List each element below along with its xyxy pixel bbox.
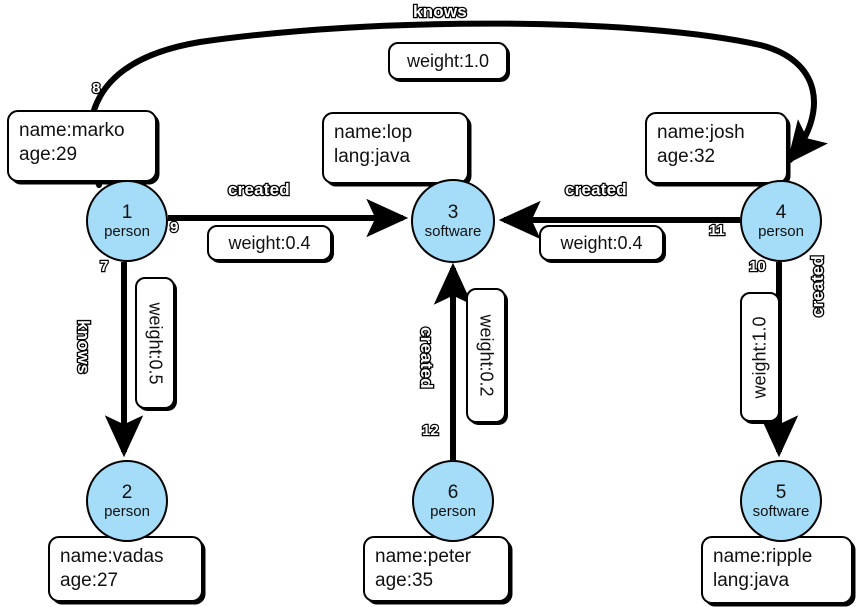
vertex-1-id: 1 bbox=[121, 201, 133, 223]
vertex-3-property-box: name:lop lang:java bbox=[322, 112, 469, 184]
vertex-4-property-name: name:josh bbox=[657, 122, 745, 143]
vertex-6-id: 6 bbox=[447, 481, 459, 503]
vertex-5-property-name: name:ripple bbox=[713, 546, 813, 567]
vertex-1-label: person bbox=[104, 222, 150, 240]
edge-12-label: created bbox=[416, 326, 438, 390]
vertex-6-property-box: name:peter age:35 bbox=[363, 536, 510, 602]
edge-12-weight-text: weight:0.2 bbox=[476, 314, 497, 397]
edge-9-label: created bbox=[227, 179, 291, 201]
edge-11-weight-text: weight:0.4 bbox=[560, 232, 643, 253]
edge-7-weight-text: weight:0.5 bbox=[145, 301, 166, 385]
vertex-1[interactable]: 1 person bbox=[86, 180, 168, 262]
edge-11-label: created bbox=[564, 179, 628, 201]
edge-8-path[interactable] bbox=[86, 20, 828, 188]
edge-11-id: 11 bbox=[708, 221, 726, 240]
edge-12-id: 12 bbox=[421, 421, 440, 440]
edge-7-label: knows bbox=[73, 319, 95, 376]
edge-9-weight-box: weight:0.4 bbox=[207, 225, 332, 261]
vertex-6[interactable]: 6 person bbox=[412, 460, 494, 542]
edge-8-label: knows bbox=[412, 1, 468, 23]
edge-10-weight-text: weight:1.0 bbox=[749, 315, 770, 399]
vertex-6-property-name: name:peter bbox=[375, 546, 472, 567]
vertex-1-property-age: age:29 bbox=[19, 144, 78, 166]
vertex-4-id: 4 bbox=[775, 201, 787, 223]
edge-10-id: 10 bbox=[748, 257, 767, 276]
vertex-3-label: software bbox=[424, 222, 482, 240]
vertex-1-property-box: name:marko age:29 bbox=[7, 110, 157, 182]
vertex-2-property-age: age:27 bbox=[60, 570, 119, 592]
vertex-5-property-lang: lang:java bbox=[713, 570, 790, 592]
vertex-5[interactable]: 5 software bbox=[740, 460, 822, 542]
vertex-4-label: person bbox=[758, 222, 804, 240]
edge-7-weight-box: weight:0.5 bbox=[135, 277, 175, 409]
vertex-3-id: 3 bbox=[447, 201, 459, 223]
vertex-3-property-name: name:lop bbox=[334, 122, 413, 143]
vertex-2-id: 2 bbox=[121, 481, 133, 503]
edge-10-weight-box: weight:1.0 bbox=[740, 292, 780, 422]
vertex-2-label: person bbox=[104, 502, 150, 520]
edge-8-weight-box: weight:1.0 bbox=[388, 42, 508, 80]
vertex-2-property-box: name:vadas age:27 bbox=[48, 536, 203, 602]
vertex-5-label: software bbox=[752, 502, 810, 520]
edge-11-weight-box: weight:0.4 bbox=[539, 225, 664, 261]
vertex-5-property-box: name:ripple lang:java bbox=[701, 536, 853, 604]
edge-10-label: created bbox=[807, 254, 829, 318]
vertex-2[interactable]: 2 person bbox=[86, 460, 168, 542]
edge-12-weight-box: weight:0.2 bbox=[466, 288, 506, 423]
edge-8-weight-text: weight:1.0 bbox=[406, 50, 490, 71]
edge-7-id: 7 bbox=[99, 257, 110, 276]
vertex-1-property-name: name:marko bbox=[19, 120, 125, 141]
vertex-3[interactable]: 3 software bbox=[411, 179, 495, 263]
vertex-4[interactable]: 4 person bbox=[740, 180, 822, 262]
vertex-3-property-lang: lang:java bbox=[334, 146, 411, 168]
edge-9-id: 9 bbox=[169, 218, 180, 237]
vertex-4-property-box: name:josh age:32 bbox=[645, 112, 788, 184]
vertex-5-id: 5 bbox=[775, 481, 787, 503]
edge-8-id: 8 bbox=[91, 79, 102, 98]
vertex-2-property-name: name:vadas bbox=[60, 546, 164, 567]
edge-9-weight-text: weight:0.4 bbox=[228, 232, 311, 253]
vertex-4-property-age: age:32 bbox=[657, 146, 716, 168]
vertex-6-property-age: age:35 bbox=[375, 570, 434, 592]
vertex-6-label: person bbox=[430, 502, 476, 520]
